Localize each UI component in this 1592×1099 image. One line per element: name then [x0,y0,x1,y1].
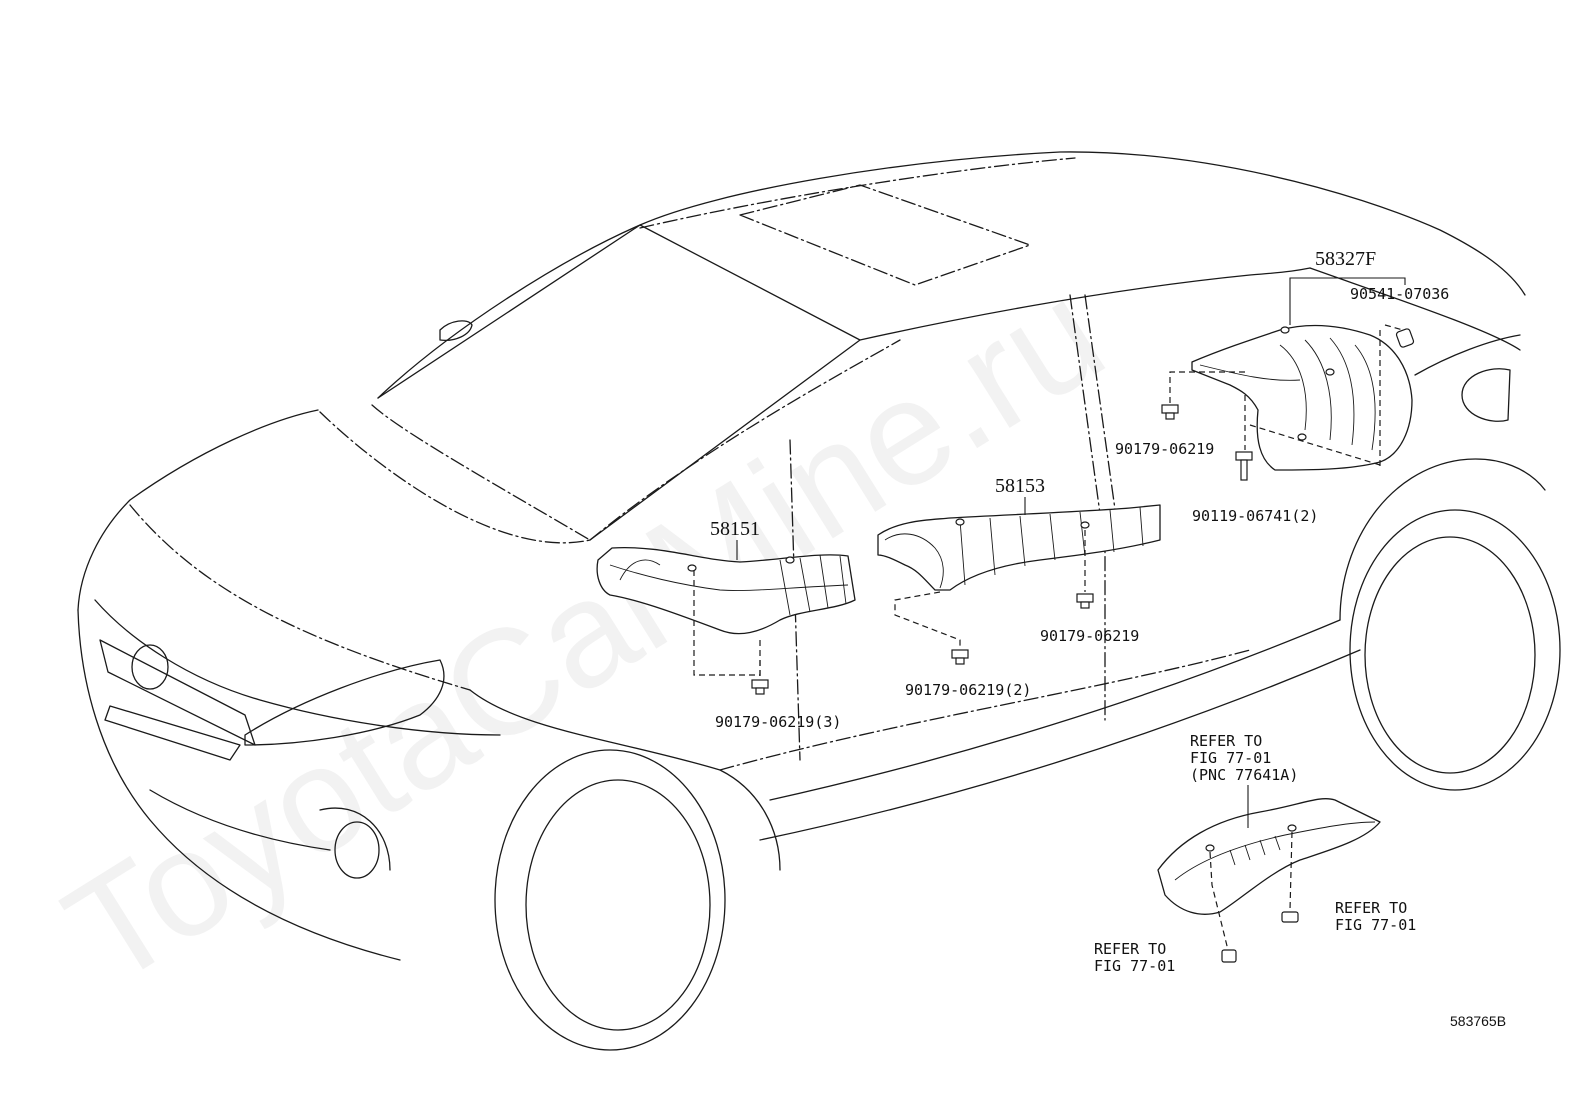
label-58153: 58153 [995,475,1045,497]
car-outline [77,151,1561,1051]
diagram-code: 583765B [1450,1013,1506,1029]
insulator-58153[interactable] [877,504,1161,591]
label-fastener-6: 90541-07036 [1350,285,1449,303]
label-fastener-3: 90179-06219 [1040,627,1139,645]
refer-note-2-line2: FIG 77-01 [1335,916,1416,934]
refer-note-1-line1: REFER TO [1190,732,1262,750]
bolt-90179-06219-rear[interactable] [1161,404,1179,420]
label-58151: 58151 [710,518,760,540]
bolt-90179-06219-center[interactable] [1076,593,1094,609]
bolt-90179-06219-2[interactable] [951,649,969,665]
label-fastener-4: 90179-06219 [1115,440,1214,458]
label-fastener-2: 90179-06219(2) [905,681,1031,699]
label-fastener-1: 90179-06219(3) [715,713,841,731]
refer-note-3-line2: FIG 77-01 [1094,957,1175,975]
insulator-58327F[interactable] [1191,324,1413,471]
bolt-90179-06219-3[interactable] [751,679,769,695]
insulator-58151[interactable] [596,546,856,635]
clip-refer-bottom[interactable] [1281,911,1299,923]
refer-note-3-line1: REFER TO [1094,940,1166,958]
refer-note-1-line3: (PNC 77641A) [1190,766,1298,784]
label-fastener-5: 90119-06741(2) [1192,507,1318,525]
label-58327F: 58327F [1315,248,1376,270]
refer-note-2-line1: REFER TO [1335,899,1407,917]
watermark: ToyotaCarMine.ru [38,247,1131,1017]
fuel-tank-protector[interactable] [1157,798,1381,915]
bolt-90119-06741[interactable] [1235,451,1253,481]
clip-90541-07036[interactable] [1395,328,1415,348]
refer-note-1-line2: FIG 77-01 [1190,749,1271,767]
screw-refer-left[interactable] [1221,949,1237,963]
